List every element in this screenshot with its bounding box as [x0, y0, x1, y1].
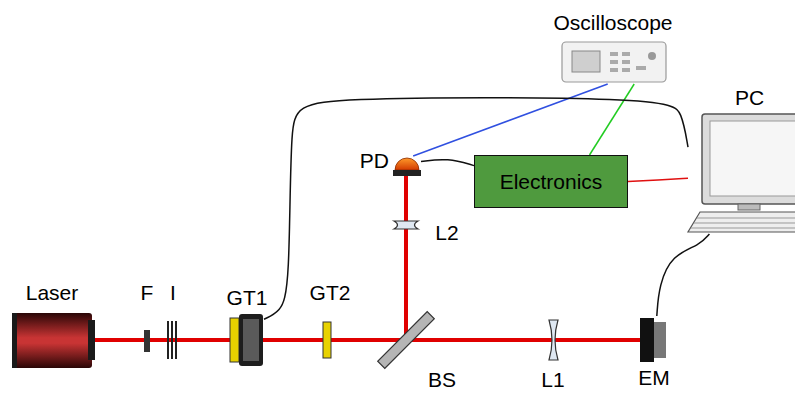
signal-wire	[264, 98, 688, 320]
lens-symbol	[549, 320, 558, 360]
part-label: F	[141, 281, 154, 304]
computer-symbol	[688, 114, 795, 232]
beam-splitter-symbol	[378, 312, 435, 369]
device-label: Oscilloscope	[553, 11, 672, 34]
polarizer-symbol	[230, 314, 263, 366]
signal-wire	[413, 84, 608, 156]
signal-wire	[628, 178, 688, 181]
process-box: Electronics	[474, 155, 628, 208]
device-label: PC	[735, 86, 764, 109]
energy-meter-device: EM	[640, 316, 668, 364]
part-label: L2	[435, 221, 458, 244]
polarizer-device: GT1	[230, 314, 264, 366]
energy-meter-symbol	[640, 318, 666, 362]
signal-wire	[421, 160, 474, 166]
device-label: EM	[638, 366, 670, 389]
oscilloscope-symbol	[562, 42, 666, 82]
iris-symbol	[167, 321, 177, 359]
filter-symbol	[144, 330, 150, 352]
device-label: GT1	[227, 286, 268, 309]
part-label: I	[170, 281, 176, 304]
part-label: Laser	[26, 281, 79, 304]
polarizer-symbol	[323, 322, 331, 358]
box-label: Electronics	[500, 170, 603, 193]
part-label: L1	[541, 368, 564, 391]
photodiode-symbol	[393, 158, 421, 176]
signal-wire	[590, 84, 635, 155]
oscilloscope-device: Oscilloscope	[560, 38, 666, 84]
signal-wire	[657, 234, 710, 316]
computer-device: PC	[688, 110, 795, 234]
laser-symbol	[12, 313, 95, 368]
photodiode-device: PD	[393, 156, 421, 178]
reflected-beam	[404, 176, 408, 340]
lens-symbol	[394, 221, 418, 229]
part-label: GT2	[310, 281, 351, 304]
part-label: BS	[428, 368, 456, 391]
device-label: PD	[360, 149, 389, 172]
